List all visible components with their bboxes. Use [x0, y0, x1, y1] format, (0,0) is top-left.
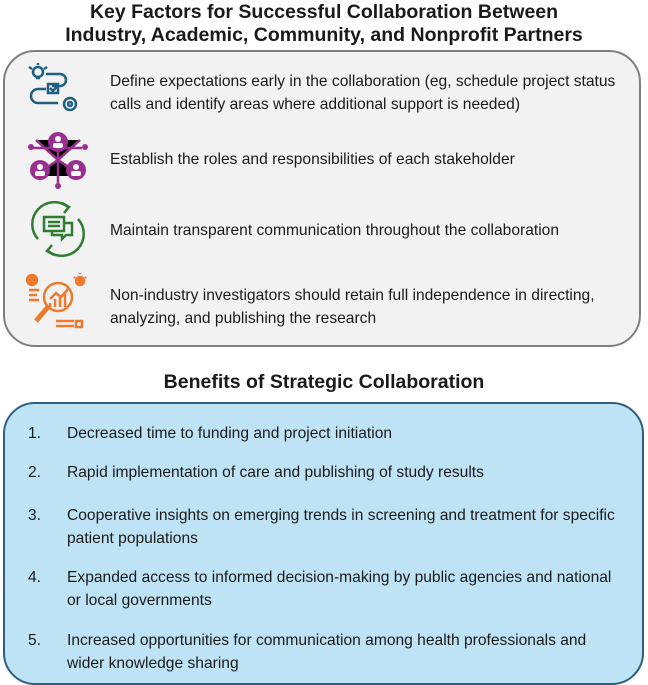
benefit-2-text: Rapid implementation of care and publish… [67, 464, 484, 481]
benefit-1-text: Decreased time to funding and project in… [67, 425, 393, 442]
stakeholder-network-icon [28, 132, 88, 189]
research-analysis-icon [26, 273, 87, 329]
benefit-4-text: Expanded access to informed decision-mak… [67, 569, 612, 609]
factor-2-text: Establish the roles and responsibilities… [110, 151, 515, 168]
title-line-1: Key Factors for Successful Collaboration… [89, 1, 559, 23]
lightbulb-process-gear-icon [28, 63, 78, 112]
benefit-3-number: 3. [28, 507, 42, 524]
communication-cycle-icon [31, 201, 85, 257]
benefits-panel [3, 402, 644, 685]
benefit-4-number: 4. [28, 569, 42, 586]
factor-3-text: Maintain transparent communication throu… [110, 222, 560, 239]
benefit-1-number: 1. [28, 425, 42, 442]
benefit-5-text: Increased opportunities for communicatio… [67, 632, 587, 672]
benefits-title: Benefits of Strategic Collaboration [163, 371, 485, 393]
benefit-3-text: Cooperative insights on emerging trends … [67, 507, 615, 547]
factor-1-text: Define expectations early in the collabo… [110, 73, 616, 113]
title-line-2: Industry, Academic, Community, and Nonpr… [65, 24, 583, 46]
factor-4-text: Non-industry investigators should retain… [110, 287, 595, 327]
benefit-2-number: 2. [28, 464, 42, 481]
key-factors-panel [3, 50, 641, 347]
benefit-5-number: 5. [28, 632, 42, 649]
